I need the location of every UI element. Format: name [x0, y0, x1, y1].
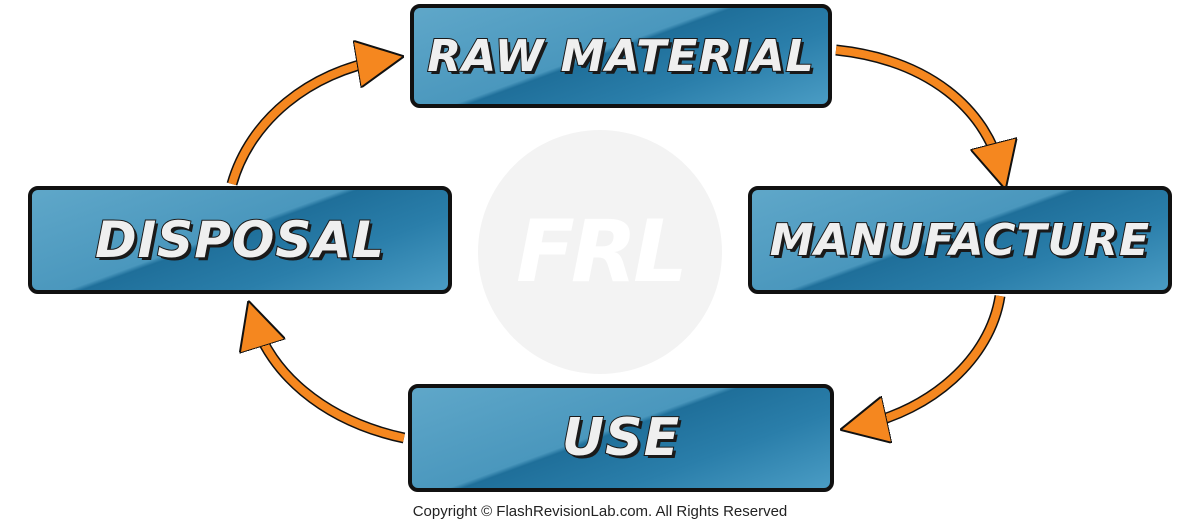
node-disposal: DISPOSAL: [28, 186, 452, 294]
arrow-manufacture-to-use-outline: [860, 295, 1006, 431]
copyright-notice: Copyright © FlashRevisionLab.com. All Ri…: [412, 503, 788, 520]
arrow-manufacture-to-use: [862, 295, 1004, 425]
watermark-text: FRL: [516, 202, 688, 302]
arrow-disposal-to-raw: [228, 60, 382, 186]
node-use-label: USE: [561, 407, 681, 469]
arrow-raw-to-manufacture-outline: [835, 44, 1006, 170]
arrow-disposal-to-raw-outline: [226, 54, 383, 186]
node-use: USE: [408, 384, 834, 492]
arrow-raw-to-manufacture: [835, 46, 1000, 168]
node-manufacture: MANUFACTURE: [748, 186, 1172, 294]
arrow-use-to-disposal: [255, 322, 405, 442]
arrow-use-to-disposal-outline: [249, 320, 406, 444]
node-disposal-label: DISPOSAL: [94, 210, 385, 270]
node-raw-material: RAW MATERIAL: [410, 4, 832, 108]
node-manufacture-label: MANUFACTURE: [769, 214, 1151, 267]
watermark-logo: FRL: [478, 130, 722, 374]
node-raw-material-label: RAW MATERIAL: [426, 30, 815, 83]
